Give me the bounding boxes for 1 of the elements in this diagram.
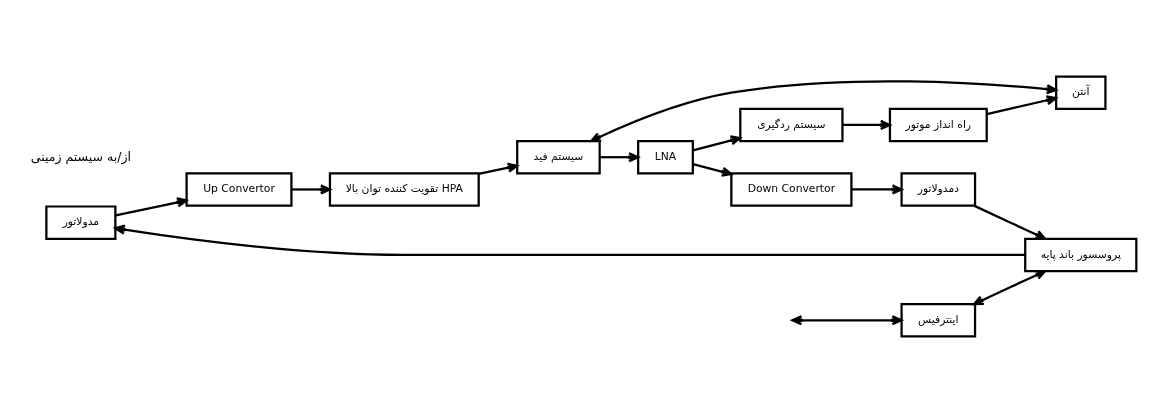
label: از/به سیستم زمینی [30,148,132,164]
